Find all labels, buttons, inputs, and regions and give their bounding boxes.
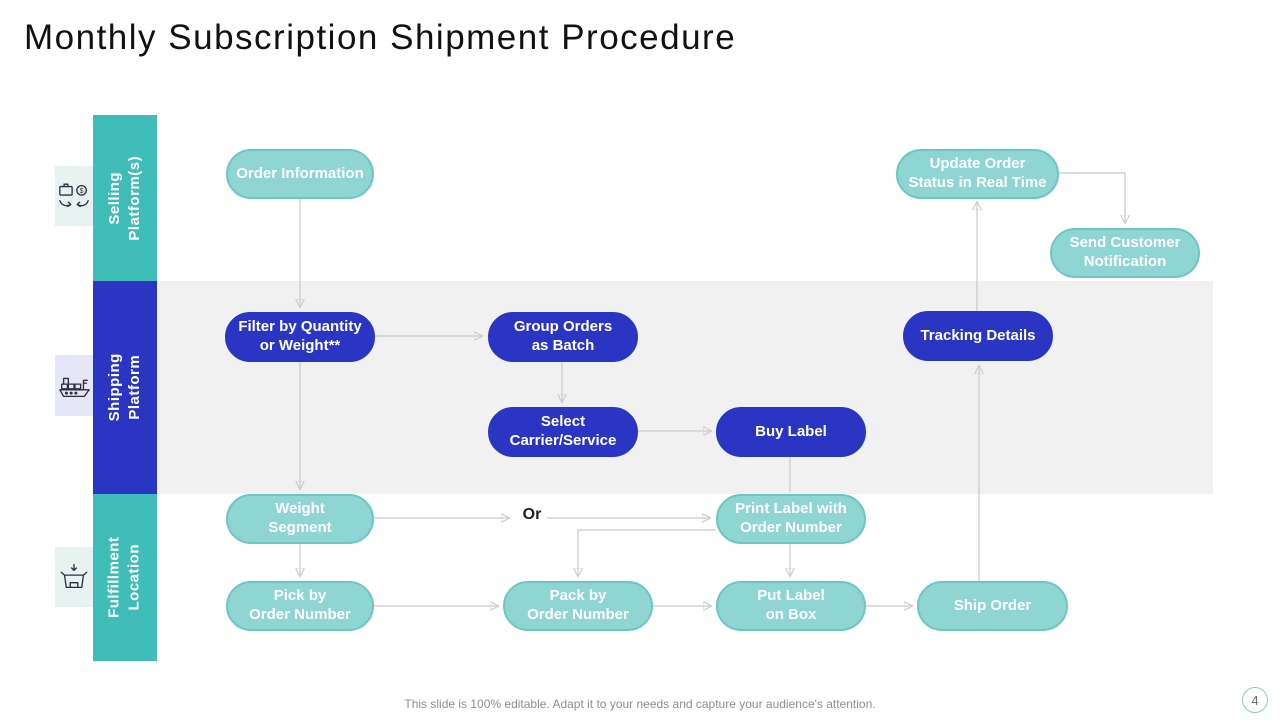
node-ship-order[interactable]: Ship Order bbox=[917, 581, 1068, 631]
connector-print-to-pack bbox=[578, 529, 716, 575]
lane-label: Fulfillment Location bbox=[105, 536, 144, 619]
node-pick-by-order-number[interactable]: Pick by Order Number bbox=[226, 581, 374, 631]
or-connector-label: Or bbox=[522, 506, 542, 523]
cargo-ship-icon bbox=[59, 377, 90, 397]
lane-label: Selling Platform(s) bbox=[105, 155, 143, 241]
page-title[interactable]: Monthly Subscription Shipment Procedure bbox=[24, 18, 737, 57]
node-filter-by-quantity-or-weight[interactable]: Filter by Quantity or Weight** bbox=[225, 312, 375, 362]
node-tracking-details[interactable]: Tracking Details bbox=[903, 311, 1053, 361]
node-send-customer-notification[interactable]: Send Customer Notification bbox=[1050, 228, 1200, 278]
node-print-label-with-order-number[interactable]: Print Label with Order Number bbox=[716, 494, 866, 544]
lane-shipping-platform[interactable]: Shipping Platform bbox=[93, 281, 157, 494]
node-buy-label[interactable]: Buy Label bbox=[716, 407, 866, 457]
connector-update-to-notification bbox=[1059, 172, 1125, 222]
fulfillment-location-icon-tile[interactable] bbox=[55, 547, 93, 607]
node-group-orders-as-batch[interactable]: Group Orders as Batch bbox=[488, 312, 638, 362]
lane-selling-platform[interactable]: Selling Platform(s) bbox=[93, 115, 157, 281]
lane-label: Shipping Platform bbox=[105, 353, 143, 422]
shipping-platform-icon-tile[interactable] bbox=[55, 355, 93, 416]
node-weight-segment[interactable]: Weight Segment bbox=[226, 494, 374, 544]
node-put-label-on-box[interactable]: Put Label on Box bbox=[716, 581, 866, 631]
selling-platform-icon-tile[interactable]: $ bbox=[55, 166, 93, 226]
packing-box-icon bbox=[60, 564, 88, 589]
selling-exchange-icon: $ bbox=[59, 183, 89, 208]
svg-text:$: $ bbox=[80, 187, 84, 195]
page-number-badge: 4 bbox=[1242, 687, 1268, 713]
footer-note: This slide is 100% editable. Adapt it to… bbox=[404, 697, 876, 711]
node-order-information[interactable]: Order Information bbox=[226, 149, 374, 199]
node-pack-by-order-number[interactable]: Pack by Order Number bbox=[503, 581, 653, 631]
node-select-carrier-service[interactable]: Select Carrier/Service bbox=[488, 407, 638, 457]
node-update-order-status[interactable]: Update Order Status in Real Time bbox=[896, 149, 1059, 199]
lane-fulfillment-location[interactable]: Fulfillment Location bbox=[93, 494, 157, 661]
